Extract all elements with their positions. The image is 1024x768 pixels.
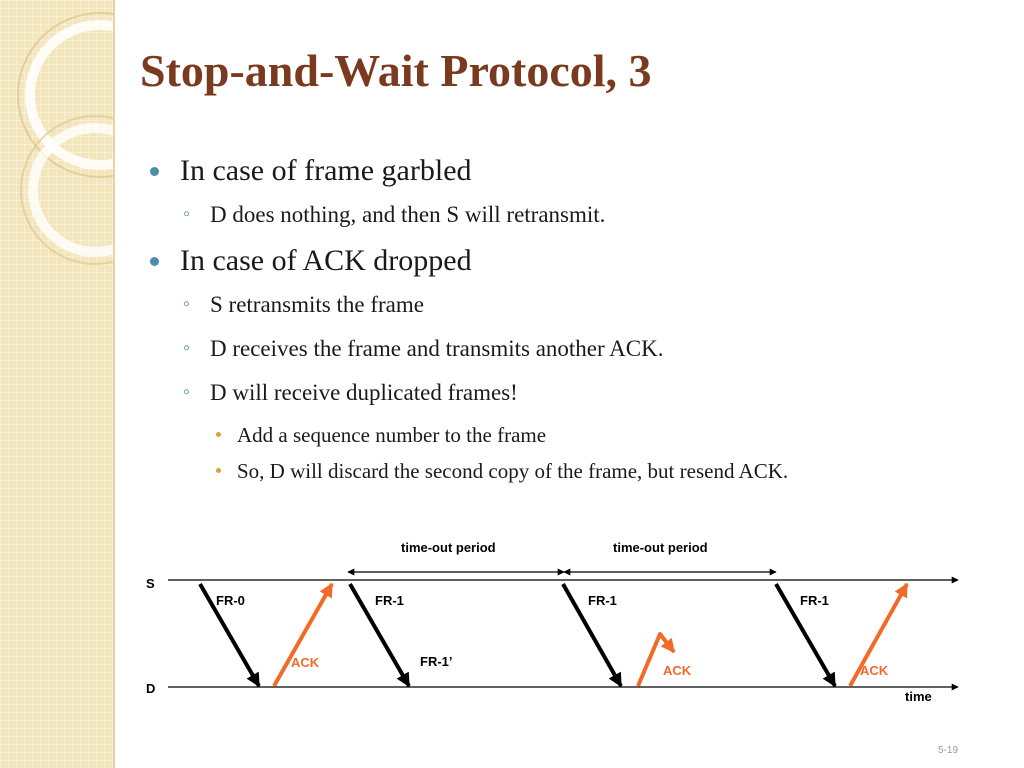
received-frame-label: FR-1’ [420,654,453,669]
timeout-period-label: time-out period [401,540,496,555]
decorative-circles [17,12,113,265]
frame-arrow [198,582,261,688]
slide-number: 5-19 [937,745,958,756]
sender-label: S [146,576,155,591]
sub-sub-bullet-item: Add a sequence number to the frame [150,420,990,456]
ack-arrow [272,582,334,687]
ack-label: ACK [663,663,692,678]
receiver-label: D [146,681,155,696]
frame-arrow [774,582,837,688]
ack-label: ACK [291,655,320,670]
ack-label: ACK [860,663,889,678]
sub-bullet-item: D will receive duplicated frames! [150,375,990,420]
sub-sub-bullet-item: So, D will discard the second copy of th… [150,456,990,492]
side-band-edge [113,0,115,768]
ack-arrow [848,582,909,687]
sub-bullet-item: D receives the frame and transmits anoth… [150,331,990,376]
bullet-item: In case of frame garbled [150,152,990,198]
bullet-list: In case of frame garbled D does nothing,… [150,152,990,492]
sub-bullet-item: S retransmits the frame [150,287,990,332]
bullet-item: In case of ACK dropped [150,242,990,288]
slide-title: Stop-and-Wait Protocol, 3 [140,45,652,96]
sub-bullet-item: D does nothing, and then S will retransm… [150,197,990,242]
time-axis-label: time [905,689,932,704]
frame-arrow [561,583,623,688]
frame-label: FR-1 [800,593,829,608]
timeout-period-label: time-out period [613,540,708,555]
frame-label: FR-1 [588,593,617,608]
frame-label: FR-1 [375,593,404,608]
decorative-side-band [0,0,113,768]
frame-label: FR-0 [216,593,245,608]
dropped-ack-arrow [636,632,676,687]
frame-arrow [348,582,411,688]
